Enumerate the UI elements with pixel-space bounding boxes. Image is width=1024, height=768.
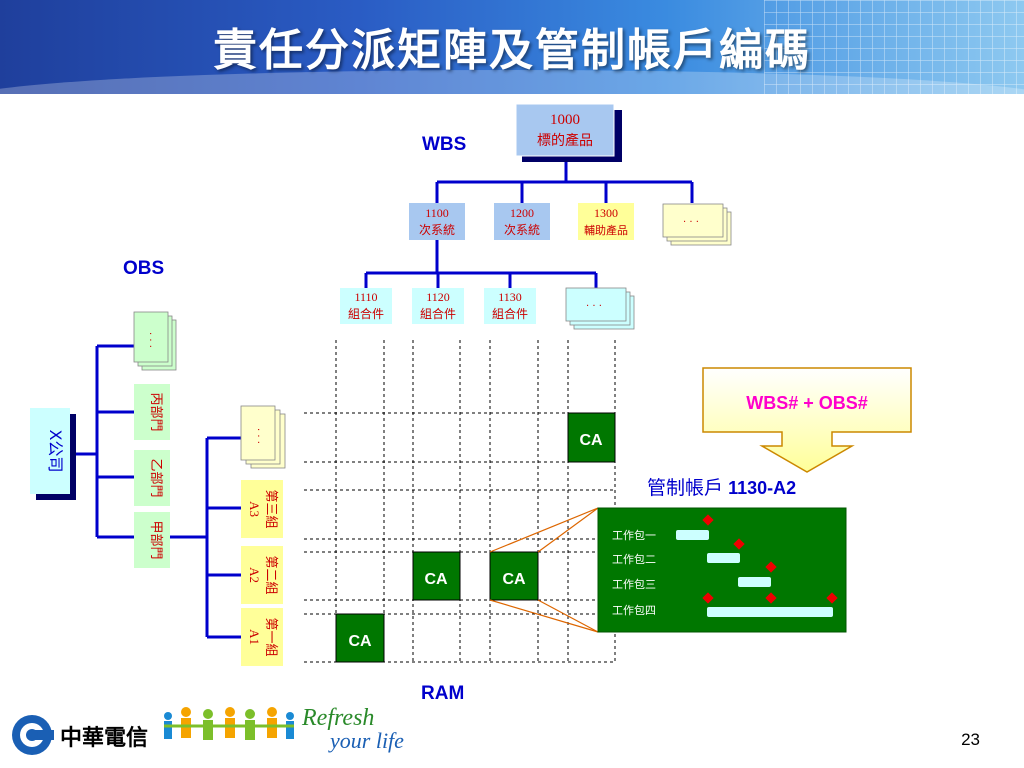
obs-dept-label: 丙部門 [148,392,163,431]
wbs-name: . . . [586,298,602,309]
wbs-node-1200: 1200 次系統 [494,203,550,240]
obs-group-label: . . . [255,428,266,444]
obs-group-a1: A1 第一組 [241,608,283,666]
wbs-code: 1120 [426,290,450,304]
gantt-bar [738,577,771,587]
wbs-code: 1200 [510,206,534,220]
ca-label: CA [348,633,372,650]
gantt-bar [707,607,833,617]
zoom-lines [489,507,599,633]
work-package-label: 工作包三 [612,578,656,591]
wbs-name: 次系統 [504,223,540,237]
obs-group-name: 第三組 [263,489,278,528]
ca-label: CA [579,432,603,449]
ca-label: CA [502,571,526,588]
obs-dept-bing: 丙部門 [134,384,170,440]
title-banner: 責任分派矩陣及管制帳戶編碼 [0,0,1024,94]
work-package-panel: 工作包一 工作包二 工作包三 工作包四 [597,507,847,633]
wbs-node-more-l2: . . . [662,203,732,246]
obs-label: OBS [123,258,165,279]
milestone-marker [826,592,838,604]
ca-cell-top: CA [567,412,616,463]
obs-dept-label: 乙部門 [148,458,163,497]
wbs-name: 組合件 [348,306,384,321]
obs-group-code: A3 [247,501,262,517]
company-logo [12,715,54,755]
obs-root-node: X公司 [30,408,76,500]
obs-group-code: A2 [247,567,262,583]
obs-dept-more: . . . [133,311,177,371]
control-account-prefix: 管制帳戶 [647,477,724,499]
obs-group-name: 第二組 [263,555,278,594]
page-number: 23 [961,730,980,749]
wbs-label: WBS [422,134,467,155]
obs-dept-label: . . . [147,332,158,348]
formula-arrow: WBS# + OBS# [702,367,912,473]
ca-label: CA [424,571,448,588]
wbs-node-1130: 1130 組合件 [484,288,536,324]
obs-dept-yi: 乙部門 [134,450,170,506]
wbs-node-1110: 1110 組合件 [340,288,392,324]
obs-group-a2: A2 第二組 [241,546,283,604]
work-package-label: 工作包一 [612,529,656,542]
milestone-marker [765,561,777,573]
wbs-name: 組合件 [492,306,528,321]
work-package-label: 工作包二 [612,553,656,566]
milestone-marker [702,514,714,526]
gantt-bar [676,530,709,540]
milestone-marker [765,592,777,604]
wbs-node-1120: 1120 組合件 [412,288,464,324]
ram-label: RAM [421,683,465,704]
gantt-bar [707,553,740,563]
control-account-code: 1130-A2 [728,478,797,498]
obs-root-label: X公司 [46,430,65,473]
wbs-connectors [364,158,694,288]
obs-dept-label: 甲部門 [148,520,163,559]
milestone-marker [733,538,745,550]
obs-group-code: A1 [247,629,262,645]
obs-dept-jia: 甲部門 [134,512,170,568]
wbs-node-1300: 1300 輔助產品 [578,203,634,240]
formula-text: WBS# + OBS# [746,393,868,413]
ca-cell-bottom: CA [335,613,385,663]
ca-cell-mid-right: CA [489,551,539,601]
slogan-line2: your life [330,728,404,753]
obs-group-more: . . . [240,405,286,469]
milestone-markers [702,514,838,604]
milestone-marker [702,592,714,604]
wbs-root-name: 標的產品 [537,132,593,149]
company-name: 中華電信 [60,726,149,751]
wbs-node-1100: 1100 次系統 [409,203,465,240]
work-package-label: 工作包四 [612,604,656,617]
wbs-code: 1130 [498,290,522,304]
wbs-root-code: 1000 [550,112,580,128]
obs-connectors [76,344,241,639]
refresh-people-graphic [164,707,294,740]
wbs-node-more-l3: . . . [565,287,635,330]
control-account-label: 管制帳戶 1130-A2 [647,473,796,500]
wbs-name: 次系統 [419,223,455,237]
wbs-root-node: 1000 標的產品 [515,103,622,162]
wbs-name: . . . [683,214,699,225]
ca-cell-mid-left: CA [412,551,461,601]
banner-grid-pattern [764,0,1024,94]
wbs-code: 1110 [354,290,377,304]
wbs-name: 輔助產品 [584,223,628,237]
wbs-name: 組合件 [420,306,456,321]
slogan-line1: Refresh [302,705,375,731]
obs-group-a3: A3 第三組 [241,480,283,538]
obs-group-name: 第一組 [263,617,278,656]
wbs-code: 1300 [594,206,618,220]
wbs-code: 1100 [425,206,449,220]
slide-title: 責任分派矩陣及管制帳戶編碼 [213,25,811,76]
